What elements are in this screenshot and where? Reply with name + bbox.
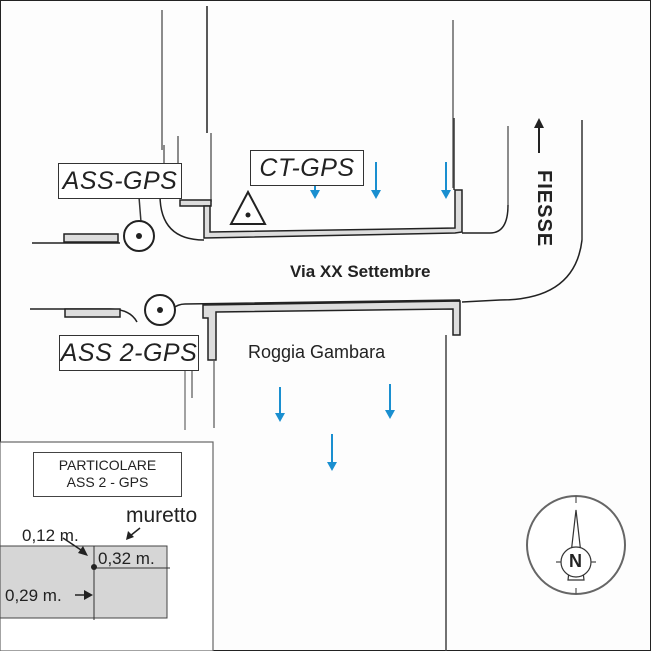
road-name: Via XX Settembre bbox=[290, 262, 431, 281]
direction-label: FIESSE bbox=[533, 170, 555, 248]
dimension-a: 0,12 m. bbox=[22, 526, 79, 545]
ct-gps-marker bbox=[229, 189, 267, 225]
ass2-gps-label-text: ASS 2-GPS bbox=[60, 338, 198, 367]
curb-blocks bbox=[63, 233, 121, 318]
ass-gps-label-text: ASS-GPS bbox=[62, 166, 178, 195]
flow-direction-arrow bbox=[534, 118, 544, 153]
flow-arrow-icon bbox=[327, 462, 337, 471]
flow-arrow-icon bbox=[385, 410, 395, 419]
flow-arrow-icon bbox=[275, 413, 285, 422]
ass-gps-marker bbox=[123, 196, 155, 252]
flow-arrow-icon bbox=[441, 190, 451, 199]
dimension-b: 0,32 m. bbox=[98, 549, 155, 568]
bottom-sidewalk bbox=[184, 300, 461, 651]
ass2-gps-label: ASS 2-GPS bbox=[59, 335, 199, 371]
flow-arrows bbox=[275, 162, 451, 471]
wall-label: muretto bbox=[126, 504, 198, 527]
detail-title-line2: ASS 2 - GPS bbox=[66, 474, 149, 490]
ct-gps-label-text: CT-GPS bbox=[259, 153, 355, 182]
flow-arrow-icon bbox=[310, 190, 320, 199]
flow-arrow-icon bbox=[371, 190, 381, 199]
ass2-gps-marker bbox=[144, 294, 176, 326]
canal-name: Roggia Gambara bbox=[248, 342, 386, 362]
dimension-c: 0,29 m. bbox=[5, 586, 62, 605]
compass-rose bbox=[526, 495, 626, 595]
detail-title: PARTICOLARE ASS 2 - GPS bbox=[33, 452, 182, 497]
compass-north-label: N bbox=[569, 551, 582, 571]
ct-gps-label: CT-GPS bbox=[250, 150, 364, 186]
detail-title-line1: PARTICOLARE bbox=[58, 457, 157, 473]
building-lines bbox=[161, 6, 583, 240]
detail-wall bbox=[0, 527, 170, 620]
ass-gps-label: ASS-GPS bbox=[58, 163, 182, 199]
top-sidewalk bbox=[179, 189, 463, 239]
